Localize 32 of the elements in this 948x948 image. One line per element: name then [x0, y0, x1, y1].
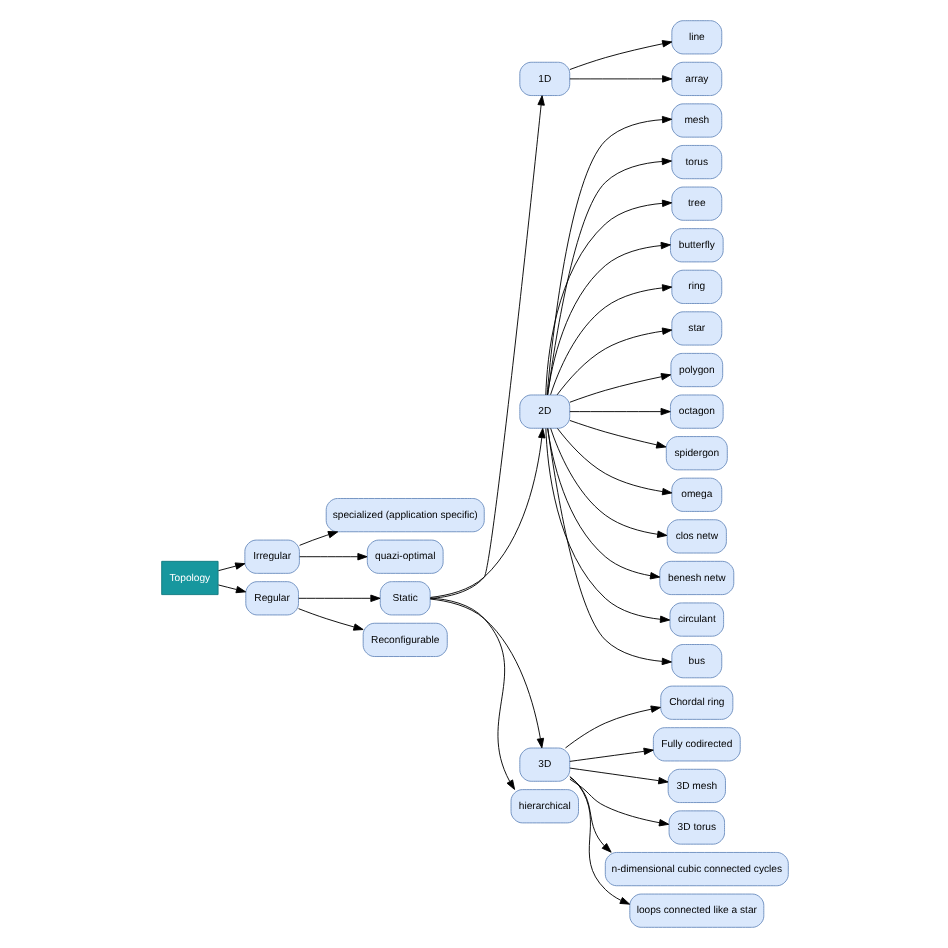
arrow	[568, 407, 670, 416]
arrow	[546, 427, 660, 580]
arrow	[546, 428, 671, 666]
arrow	[429, 428, 545, 598]
arrow	[298, 553, 367, 561]
arrow	[546, 157, 671, 396]
arrow	[568, 747, 653, 762]
arrow	[568, 776, 611, 853]
arrow	[217, 562, 245, 572]
arrow	[428, 95, 544, 599]
arrow	[297, 594, 380, 602]
arrow	[546, 241, 670, 396]
arrow	[568, 373, 671, 403]
arrow	[217, 584, 246, 594]
arrow	[428, 598, 544, 749]
arrow	[568, 767, 668, 785]
arrow	[429, 597, 515, 790]
arrow	[549, 284, 672, 396]
arrow	[568, 778, 669, 827]
arrow	[555, 327, 672, 396]
arrow	[568, 40, 672, 70]
arrow	[298, 531, 338, 546]
arrow	[297, 608, 363, 631]
arrow	[544, 427, 670, 623]
arrow	[568, 776, 630, 905]
arrow	[568, 420, 666, 449]
arrow	[568, 75, 672, 83]
arrow	[545, 115, 672, 396]
arrow	[549, 428, 667, 538]
arrow	[556, 427, 672, 496]
arrow	[544, 199, 672, 396]
arrow	[564, 705, 660, 749]
